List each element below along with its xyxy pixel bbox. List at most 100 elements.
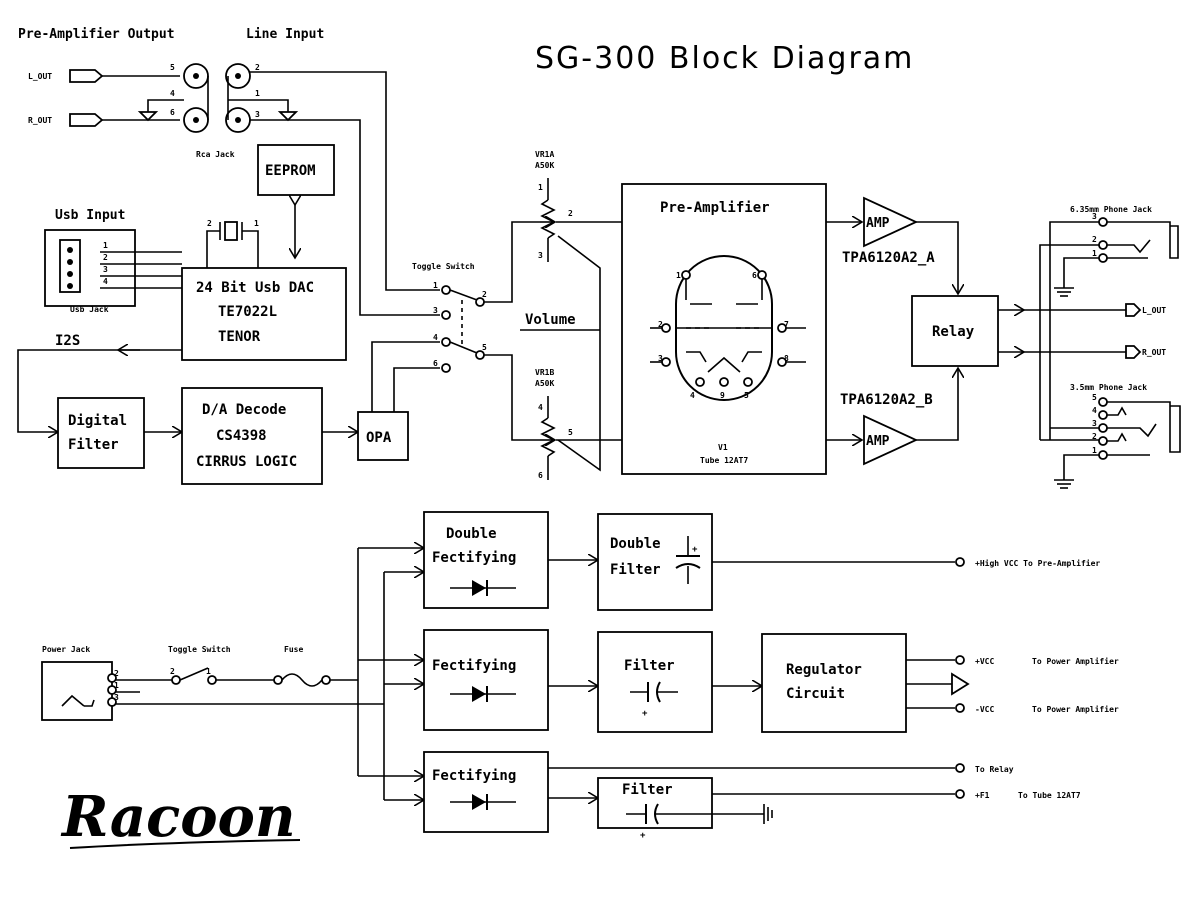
usb-jack-label: Usb Jack [70, 305, 109, 314]
tube-pin-1: 1 [676, 271, 681, 280]
rectifier-3-block [423, 751, 549, 833]
phones-l-out: L_OUT [1142, 306, 1166, 315]
capacitor-icon: + [630, 681, 678, 719]
power-switch-pin-1: 1 [206, 667, 211, 676]
vr1a-pin-3: 3 [538, 251, 543, 260]
vr1b-label: VR1B [535, 368, 554, 377]
vr1b-pin-4: 4 [538, 403, 543, 412]
amp-a-label: AMP [866, 216, 890, 231]
jack635-pin-1: 1 [1092, 249, 1097, 258]
vr1b-value: A50K [535, 379, 554, 388]
eeprom-block [257, 144, 335, 196]
filter-2-block [597, 631, 713, 733]
usb-dac-block [181, 267, 347, 361]
jack35-pin-3: 3 [1092, 419, 1097, 428]
amp-a-chip: TPA6120A2_A [842, 250, 935, 266]
preamp-output-label: Pre-Amplifier Output [18, 27, 175, 42]
tube-pin-4: 4 [690, 391, 695, 400]
out-pvcc: +VCC [975, 657, 994, 666]
volume-label: Volume [525, 312, 576, 328]
crystal-pin-2: 2 [207, 219, 212, 228]
preamp-block [621, 183, 827, 475]
ground-icon [763, 804, 773, 824]
out-f1: +F1 [975, 791, 990, 800]
usb-jack [44, 229, 136, 307]
toggle-pin-3: 3 [433, 306, 438, 315]
tube-pin-9: 9 [720, 391, 725, 400]
digital-filter-block [57, 397, 145, 469]
amp-b-label: AMP [866, 434, 890, 449]
jack35-pin-4: 4 [1092, 406, 1097, 415]
toggle-pin-6: 6 [433, 359, 438, 368]
phone-jack-635: 3 2 1 [1039, 212, 1179, 440]
tube-pin-2: 2 [658, 320, 663, 329]
r-out-label: R_OUT [28, 116, 52, 125]
out-relay: To Relay [975, 765, 1014, 774]
double-rectifier-block [423, 511, 549, 609]
regulator-line2: Circuit [786, 686, 845, 702]
usb-pin-3: 3 [103, 265, 108, 274]
fuse-label: Fuse [284, 645, 303, 654]
power-toggle-label: Toggle Switch [168, 644, 231, 654]
preamp-output-connectors: L_OUT R_OUT 5 4 6 [28, 63, 209, 133]
amp-b-chip: TPA6120A2_B [840, 392, 933, 408]
power-jack: 2 1 3 [41, 661, 119, 721]
usb-pin-4: 4 [103, 277, 108, 286]
da-decode-line1: D/A Decode [202, 402, 286, 418]
out-pvcc-to: To Power Amplifier [1032, 656, 1119, 666]
potentiometer-vr1a: 1 2 3 [538, 178, 622, 262]
jack35-pin-1: 1 [1092, 446, 1097, 455]
out-high-vcc: +High VCC To Pre-Amplifier [975, 558, 1100, 568]
out-f1-to: To Tube 12AT7 [1018, 791, 1081, 800]
toggle-pin-4: 4 [433, 333, 438, 342]
vr1b-pin-6: 6 [538, 471, 543, 480]
rca-pin-5: 5 [170, 63, 175, 72]
potentiometer-vr1b: 4 5 6 [538, 396, 622, 480]
eeprom-label: EEPROM [265, 163, 316, 179]
logo-text: Racoon [60, 784, 296, 850]
tube-pin-6: 6 [752, 271, 757, 280]
filter2-label: Filter [624, 658, 675, 674]
l-out-label: L_OUT [28, 72, 52, 81]
usb-pin-2: 2 [103, 253, 108, 262]
amp-a-triangle [863, 196, 919, 248]
dac-line1: 24 Bit Usb DAC [196, 280, 314, 296]
regulator-line1: Regulator [786, 662, 862, 678]
line-pin-1: 1 [255, 89, 260, 98]
tube-name: V1 [718, 443, 728, 452]
toggle-switch: 1 2 3 4 5 6 [433, 281, 487, 373]
jack635-pin-3: 3 [1092, 212, 1097, 221]
dac-line3: TENOR [218, 329, 261, 345]
crystal: 2 1 [206, 219, 259, 268]
capacitor-icon: + [675, 536, 701, 584]
tube-pin-3: 3 [658, 354, 663, 363]
jack-35-label: 3.5mm Phone Jack [1070, 383, 1147, 392]
filter3-label: Filter [622, 782, 673, 798]
rect3-label: Fectifying [432, 768, 516, 784]
dac-line2: TE7022L [218, 304, 277, 320]
opa-label: OPA [366, 430, 392, 446]
jack635-pin-2: 2 [1092, 235, 1097, 244]
vr1a-pin-1: 1 [538, 183, 543, 192]
power-jack-label: Power Jack [42, 645, 90, 654]
vr1a-label: VR1A [535, 150, 554, 159]
racoon-logo: Racoon [60, 784, 301, 850]
opa-block [357, 411, 409, 461]
regulator-block [761, 633, 907, 733]
i2s-label: I2S [55, 333, 80, 349]
line-pin-2: 2 [255, 63, 260, 72]
filter2-plus: + [642, 709, 648, 719]
amp-b-triangle [863, 414, 919, 466]
vr1a-value: A50K [535, 161, 554, 170]
double-filter-line1: Double [610, 536, 661, 552]
tube-pin-5: 5 [744, 391, 749, 400]
phones-r-out: R_OUT [1142, 348, 1166, 357]
line-input-connectors: 2 1 3 Rca Jack [196, 63, 299, 159]
toggle-switch-label: Toggle Switch [412, 261, 475, 271]
power-jack-pin-3: 3 [114, 693, 119, 702]
vr1b-pin-5: 5 [568, 428, 573, 437]
da-decode-line3: CIRRUS LOGIC [196, 454, 297, 470]
da-decode-block [181, 387, 323, 485]
double-filter-plus: + [692, 545, 698, 555]
toggle-pin-5: 5 [482, 343, 487, 352]
